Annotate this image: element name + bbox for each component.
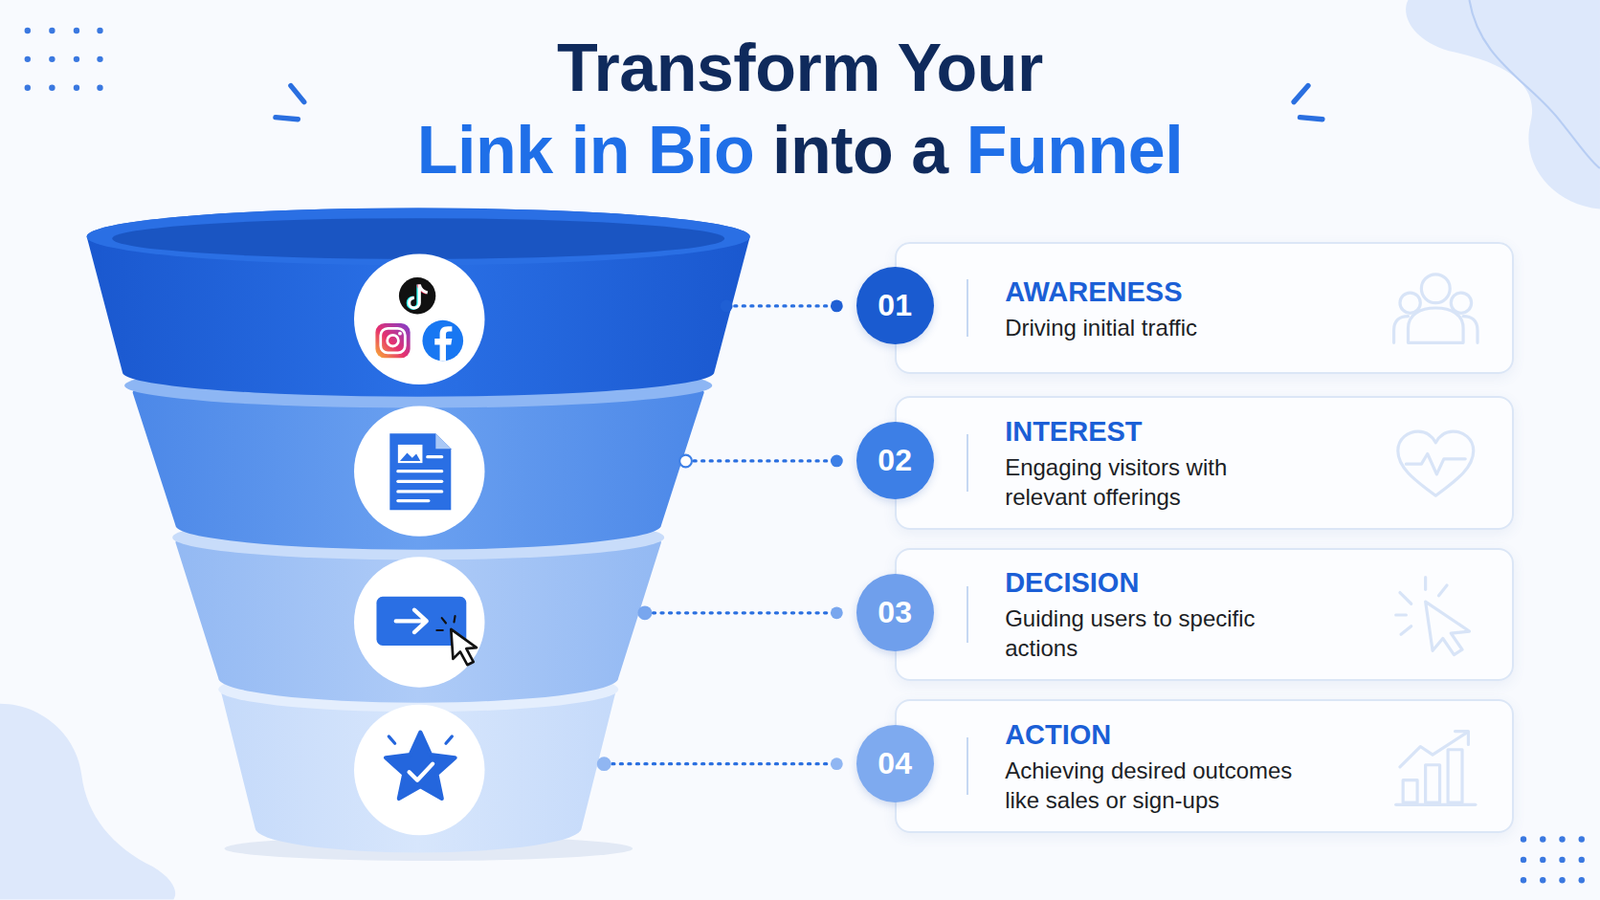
icon-disc — [354, 254, 485, 837]
card-divider — [966, 586, 969, 645]
title-word: Bio — [647, 112, 755, 188]
step-card: INTERESTEngaging visitors with relevant … — [894, 396, 1514, 532]
star-check-icon — [385, 733, 456, 800]
leader-line — [603, 306, 837, 765]
step-description: Achieving desired outcomes like sales or… — [1004, 755, 1321, 816]
dot-grid — [1520, 836, 1585, 884]
step-heading: AWARENESS — [1004, 274, 1426, 310]
step-heading: DECISION — [1004, 565, 1426, 600]
step-number-circle: 03 — [856, 574, 934, 652]
step-number-circle: 04 — [856, 725, 934, 803]
card-divider — [966, 434, 969, 492]
callout-number: 03 — [877, 595, 912, 631]
title-word: in — [571, 112, 630, 188]
title-word: Link — [417, 112, 554, 188]
corner-curve — [1468, 0, 1600, 169]
step-number-circle: 01 — [856, 266, 934, 345]
card-divider — [966, 737, 969, 796]
step-heading: ACTION — [1004, 717, 1426, 753]
step-description: Engaging visitors with relevant offering… — [1004, 452, 1278, 512]
funnel-band — [87, 208, 751, 398]
funnel-opening — [111, 218, 725, 260]
title-word: a — [911, 112, 948, 188]
button-click-icon — [376, 597, 476, 666]
social-icons — [375, 277, 464, 361]
document-icon — [389, 433, 451, 511]
step-card: ACTIONAchieving desired outcomes like sa… — [894, 699, 1514, 834]
step-description: Guiding users to specific actions — [1004, 603, 1259, 664]
step-heading: INTEREST — [1004, 414, 1426, 449]
corner-blob — [0, 704, 176, 900]
card-divider — [966, 279, 969, 336]
corner-blob — [1405, 0, 1600, 210]
title-word: Your — [897, 30, 1044, 106]
callout-number: 02 — [877, 443, 912, 479]
step-card: AWARENESSDriving initial traffic — [894, 242, 1514, 376]
title-word: into — [772, 112, 893, 188]
callout-number: 04 — [877, 746, 912, 782]
callout-number: 01 — [877, 288, 912, 324]
title: Transform Your Link in Bio into a Funnel — [0, 26, 1600, 192]
leader-dot — [597, 299, 844, 772]
title-word: Funnel — [966, 112, 1183, 188]
dot-grid — [24, 27, 104, 91]
title-word: Transform — [556, 30, 881, 106]
step-number-circle: 02 — [856, 422, 934, 500]
step-card: DECISIONGuiding users to specific action… — [894, 548, 1514, 683]
step-description: Driving initial traffic — [1004, 312, 1388, 343]
